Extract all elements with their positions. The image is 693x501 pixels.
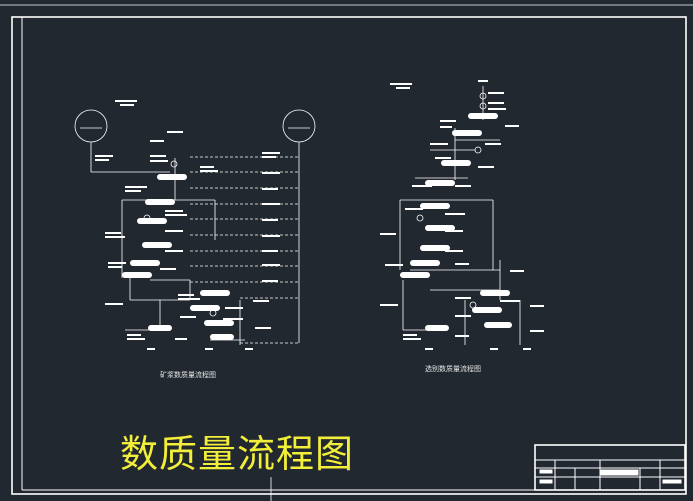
right-flowsheet xyxy=(399,86,521,345)
left-flowsheet-labels xyxy=(95,100,280,350)
sheet-border xyxy=(11,16,687,495)
title-block xyxy=(534,444,686,491)
left-flowsheet xyxy=(74,109,316,345)
right-diagram-caption: 选别数质量流程图 xyxy=(425,365,481,373)
main-title: 数质量流程图 xyxy=(120,432,355,476)
right-tank xyxy=(282,109,316,143)
right-flowsheet-labels xyxy=(380,80,544,350)
right-flowsheet-cells xyxy=(400,113,512,331)
left-tank xyxy=(74,109,108,143)
left-diagram-caption: 矿浆数质量流程图 xyxy=(160,371,216,379)
